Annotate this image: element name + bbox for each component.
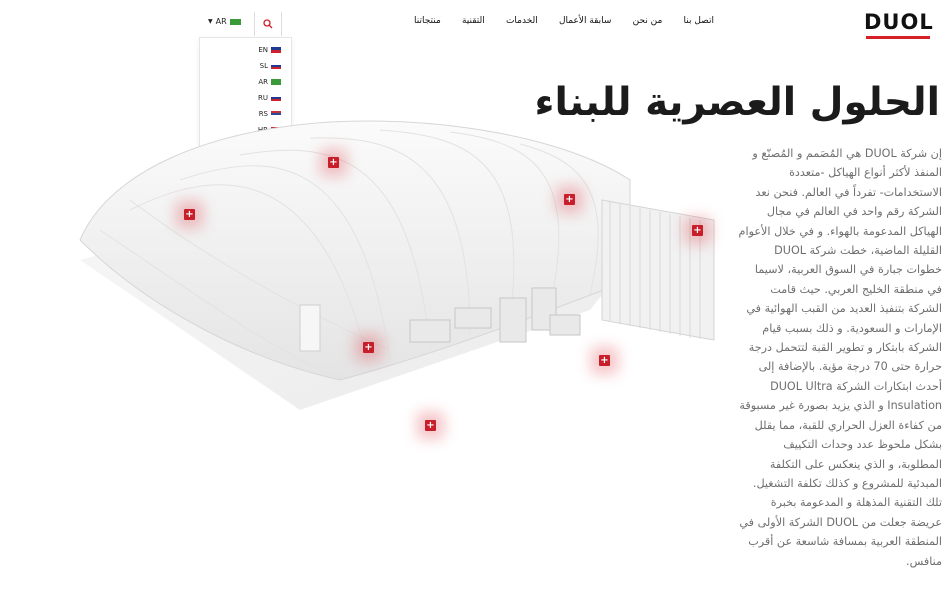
- nav-item-about[interactable]: من نحن: [632, 16, 663, 26]
- language-option-ru[interactable]: RU: [258, 93, 281, 103]
- nav-item-contact[interactable]: اتصل بنا: [683, 16, 714, 26]
- air-dome-illustration: [70, 110, 730, 450]
- hotspot-marker[interactable]: +: [328, 157, 339, 168]
- hotspot-marker[interactable]: +: [564, 194, 575, 205]
- language-code: EN: [258, 46, 268, 54]
- search-icon: [263, 19, 273, 29]
- hero-title: الحلول العصرية للبناء: [534, 80, 941, 125]
- hotspot-marker[interactable]: +: [599, 355, 610, 366]
- nav-item-projects[interactable]: سابقة الأعمال: [558, 16, 612, 26]
- language-option-ar[interactable]: AR: [258, 77, 281, 87]
- flag-icon: [271, 47, 281, 53]
- logo-text: DUOL: [864, 10, 934, 34]
- hero-paragraph: إن شركة DUOL هي المُصَمم و المُصنّع و ال…: [738, 147, 942, 568]
- dome-image: [79, 120, 715, 410]
- caret-down-icon: ▼: [208, 18, 213, 25]
- hotspot-marker[interactable]: +: [425, 420, 436, 431]
- hotspot-marker[interactable]: +: [184, 209, 195, 220]
- language-code: SL: [259, 61, 268, 70]
- nav-item-services[interactable]: الخدمات: [505, 16, 538, 26]
- flag-icon: [271, 62, 281, 69]
- logo-underline: [866, 36, 930, 39]
- hotspot-marker[interactable]: +: [692, 225, 703, 236]
- language-selector[interactable]: ▼ AR: [208, 17, 241, 26]
- hotspot-marker[interactable]: +: [363, 342, 374, 353]
- language-code: AR: [258, 77, 268, 86]
- language-code: RS: [258, 109, 268, 118]
- duol-logo[interactable]: DUOL: [864, 10, 934, 39]
- flag-icon: [271, 110, 281, 117]
- language-option-en[interactable]: EN: [258, 45, 281, 55]
- flag-icon: [271, 78, 281, 85]
- flag-icon: [229, 18, 241, 25]
- language-code: RU: [258, 93, 268, 102]
- language-code: HR: [257, 125, 268, 134]
- flag-icon: [271, 94, 281, 101]
- nav-item-products[interactable]: منتجاتنا: [414, 16, 441, 26]
- main-nav: منتجاتنا التقنية الخدمات سابقة الأعمال م…: [414, 16, 714, 32]
- language-option-rs[interactable]: RS: [259, 109, 281, 119]
- nav-item-technology[interactable]: التقنية: [461, 16, 485, 26]
- search-button[interactable]: [254, 12, 282, 36]
- language-option-sl[interactable]: SL: [260, 61, 281, 71]
- current-language-label: AR: [215, 17, 227, 26]
